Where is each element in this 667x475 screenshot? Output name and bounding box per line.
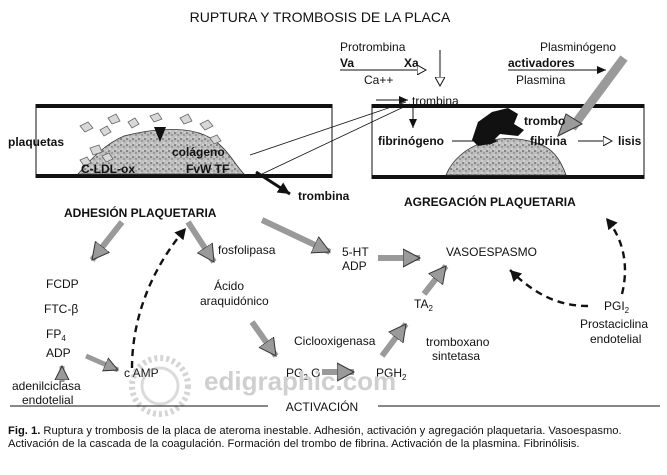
ta2-sub: 2 — [428, 304, 433, 313]
adhesion-heading: ADHESIÓN PLAQUETARIA — [64, 205, 217, 220]
endotelial-right-label: endotelial — [590, 332, 641, 346]
trombina-out-arrow — [255, 170, 291, 196]
cldl-label: C-LDL-ox — [81, 162, 135, 176]
prostaciclina-label: Prostaciclina — [580, 317, 648, 331]
watermark-text: edigraphic.com — [204, 366, 396, 396]
fp4-label: FP4 — [46, 327, 66, 343]
acido-label: Ácido — [214, 278, 244, 293]
pgi2-vasoespasmo-dashed-arrow — [509, 269, 589, 308]
thrombus — [472, 108, 524, 146]
aggregation-pgi2-dashed-arrow — [605, 217, 627, 295]
adenilciclasa-label: adenilciclasa — [12, 379, 81, 393]
5ht-label: 5-HT — [342, 245, 369, 259]
aggregation-heading: AGREGACIÓN PLAQUETARIA — [404, 194, 576, 209]
pg2g-sub: 2 — [303, 373, 308, 382]
pg2g-tail: G — [308, 366, 321, 380]
camp-label: c AMP — [124, 366, 159, 380]
tromboxano-label: tromboxano — [426, 335, 490, 349]
plaquetas-label: plaquetas — [8, 135, 64, 149]
xa-label: Xa — [404, 56, 419, 70]
ta2-main: TA — [414, 297, 428, 311]
plasmina-big-arrow-head — [557, 113, 584, 138]
pathway-arrows — [62, 217, 449, 382]
lisis-label: lisis — [618, 134, 642, 148]
watermark-emblem — [129, 355, 191, 417]
activation-heading: ACTIVACIÓN — [286, 399, 358, 414]
protrombina-label: Protrombina — [340, 40, 406, 54]
fibrinogeno-label: fibrinógeno — [378, 134, 444, 148]
caption-text: Ruptura y trombosis de la placa de atero… — [8, 425, 622, 451]
figure-caption: Fig. 1. Ruptura y trombosis de la placa … — [8, 425, 660, 452]
camp-dashed-arrow — [130, 227, 187, 369]
araquidonico-label: araquidónico — [200, 294, 269, 308]
pgi2-main: PGI — [604, 299, 625, 313]
platelets — [79, 112, 222, 167]
fosfolipasa-label: fosfolipasa — [218, 243, 276, 257]
pgi2-sub: 2 — [625, 306, 630, 315]
adp-label: ADP — [46, 346, 71, 360]
adp-right-label: ADP — [342, 259, 367, 273]
fp4-sub: 4 — [61, 334, 66, 343]
fp4-main: FP — [46, 327, 61, 341]
atheroma-plaque — [77, 129, 245, 175]
zoom-line — [249, 101, 407, 156]
trombo-label: trombo — [524, 114, 565, 128]
ta2-label: TA2 — [414, 297, 433, 313]
trombina-out-label: trombina — [298, 189, 350, 203]
pgh2-label: PGH2 — [376, 366, 407, 382]
right-vessel — [371, 104, 645, 179]
pg2g-label: PG2 G — [286, 366, 320, 382]
ca-label: Ca++ — [364, 73, 393, 87]
pgh2-sub: 2 — [402, 373, 407, 382]
va-label: Va — [340, 56, 354, 70]
trombina-top-label: trombina — [412, 94, 459, 108]
pg2g-main: PG — [286, 366, 303, 380]
vasoespasmo-label: VASOESPASMO — [446, 245, 537, 259]
pgh2-main: PGH — [376, 366, 402, 380]
ftc-label: FTC-β — [44, 302, 78, 316]
ciclooxigenasa-label: Ciclooxigenasa — [294, 334, 376, 348]
plaque-rupture — [154, 127, 166, 142]
plasminogeno-label: Plasminógeno — [540, 40, 616, 54]
endotelial-left-label: endotelial — [22, 393, 73, 407]
caption-label: Fig. 1. — [8, 425, 41, 437]
fcdp-label: FCDP — [46, 277, 79, 291]
fvwtf-label: FvW TF — [186, 162, 229, 176]
activadores-label: activadores — [508, 56, 575, 70]
zoom-line — [261, 103, 411, 175]
plasmina-label: Plasmina — [516, 73, 566, 87]
sintetasa-label: sintetasa — [432, 349, 480, 363]
pgi2-label: PGI2 — [604, 299, 630, 315]
aggregation-plaque — [445, 138, 567, 176]
diagram-title: RUPTURA Y TROMBOSIS DE LA PLACA — [190, 9, 451, 25]
colageno-label: colágeno — [172, 145, 225, 159]
fibrina-label: fibrina — [530, 134, 567, 148]
plasmina-big-arrow — [568, 55, 628, 131]
